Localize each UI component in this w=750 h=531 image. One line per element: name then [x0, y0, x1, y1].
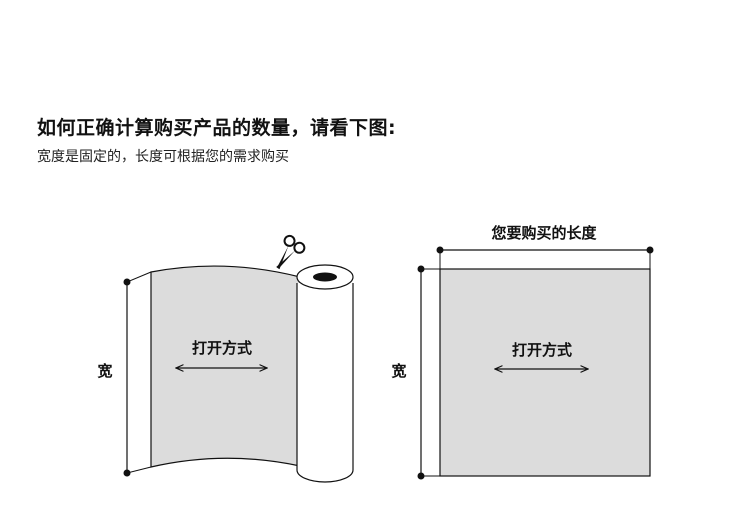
page-subtitle: 宽度是固定的，长度可根据您的需求购买 [37, 149, 289, 165]
unrolled-sheet [150, 265, 301, 468]
left-width-label: 宽 [96, 362, 112, 380]
scissors-icon [276, 234, 306, 270]
purchase-length-label: 您要购买的长度 [490, 224, 597, 242]
right-sheet-diagram: 您要购买的长度 打开方式 宽 [390, 224, 654, 480]
right-width-label: 宽 [390, 362, 406, 380]
roll-core-hole [313, 272, 337, 282]
page-title: 如何正确计算购买产品的数量，请看下图: [37, 117, 397, 139]
left-open-method-label: 打开方式 [192, 339, 252, 357]
roll-cylinder [296, 283, 354, 483]
left-roll-diagram: 打开方式 宽 [96, 234, 354, 483]
left-width-leader-bottom [126, 466, 152, 474]
right-open-method-label: 打开方式 [512, 341, 572, 359]
cut-sheet [439, 268, 651, 477]
left-width-leader-top [126, 271, 152, 283]
